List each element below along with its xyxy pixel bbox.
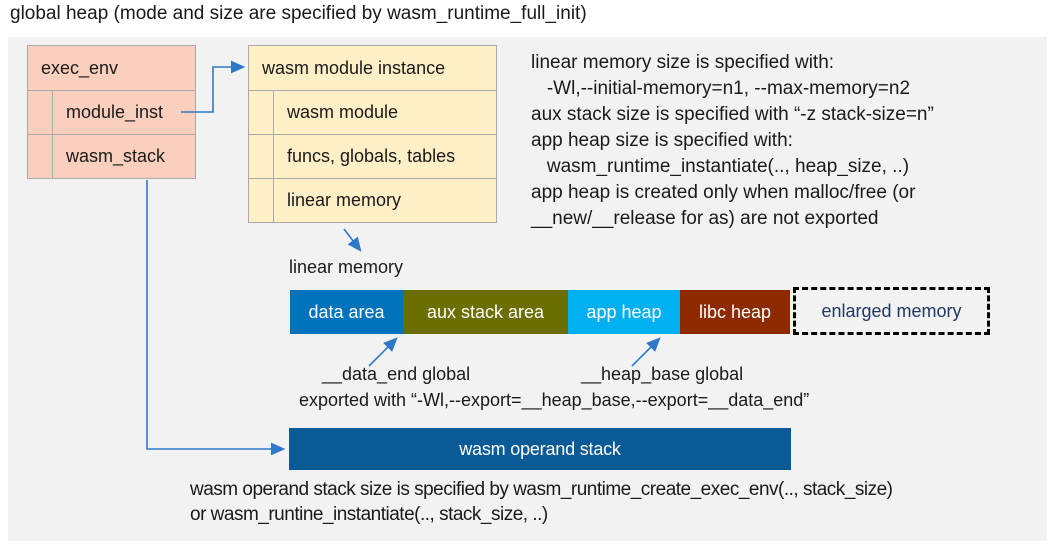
funcs-globals-tables-label: funcs, globals, tables xyxy=(287,146,456,166)
exported-with-label: exported with “-Wl,--export=__heap_base,… xyxy=(299,390,810,410)
module-inst-label: module_inst xyxy=(66,102,164,122)
note-line: -Wl,--initial-memory=n1, --max-memory=n2 xyxy=(531,78,911,99)
note-line: or wasm_runtine_instantiate(.., stack_si… xyxy=(190,504,548,525)
module-instance-row-wasm-module: wasm module xyxy=(249,90,496,134)
note-line: wasm_runtime_instantiate(.., heap_size, … xyxy=(531,156,910,177)
segment-enlarged-memory: enlarged memory xyxy=(793,287,990,335)
segment-app-heap: app heap xyxy=(568,290,680,334)
indent-spacer xyxy=(28,91,53,134)
notes-right: linear memory size is specified with: -W… xyxy=(531,50,1043,232)
segment-aux-stack-area: aux stack area xyxy=(403,290,568,334)
indent-spacer xyxy=(249,179,274,222)
linear-memory-bar: data area aux stack area app heap libc h… xyxy=(290,290,790,334)
indent-spacer xyxy=(249,135,274,178)
module-instance-row-funcs-globals-tables: funcs, globals, tables xyxy=(249,134,496,178)
indent-spacer xyxy=(28,135,53,178)
segment-libc-heap: libc heap xyxy=(680,290,790,334)
note-line: wasm operand stack size is specified by … xyxy=(190,479,893,500)
exec-env-row-wasm-stack: wasm_stack xyxy=(28,134,195,178)
diagram-title: global heap (mode and size are specified… xyxy=(10,3,587,24)
module-instance-box: wasm module instance wasm module funcs, … xyxy=(248,45,497,223)
note-line: linear memory size is specified with: xyxy=(531,52,835,73)
notes-bottom: wasm operand stack size is specified by … xyxy=(190,477,893,527)
module-instance-row-linear-memory: linear memory xyxy=(249,178,496,222)
data-end-global-label: __data_end global xyxy=(322,364,471,384)
note-line: app heap is created only when malloc/fre… xyxy=(531,182,916,203)
exec-env-box: exec_env module_inst wasm_stack xyxy=(27,45,196,179)
note-line: app heap size is specified with: xyxy=(531,130,793,151)
linear-memory-label: linear memory xyxy=(289,257,404,277)
module-instance-header: wasm module instance xyxy=(262,57,446,78)
exec-env-header: exec_env xyxy=(41,57,119,78)
segment-data-area: data area xyxy=(290,290,403,334)
wasm-operand-stack-box: wasm operand stack xyxy=(289,428,791,470)
wasm-stack-label: wasm_stack xyxy=(66,146,166,166)
heap-base-global-label: __heap_base global xyxy=(581,364,744,384)
linear-memory-row-label: linear memory xyxy=(287,190,402,210)
note-line: aux stack size is specified with “-z sta… xyxy=(531,104,934,125)
note-line: __new/__release for as) are not exported xyxy=(531,208,879,229)
indent-spacer xyxy=(249,91,274,134)
exec-env-row-module-inst: module_inst xyxy=(28,90,195,134)
wasm-module-label: wasm module xyxy=(287,102,399,122)
